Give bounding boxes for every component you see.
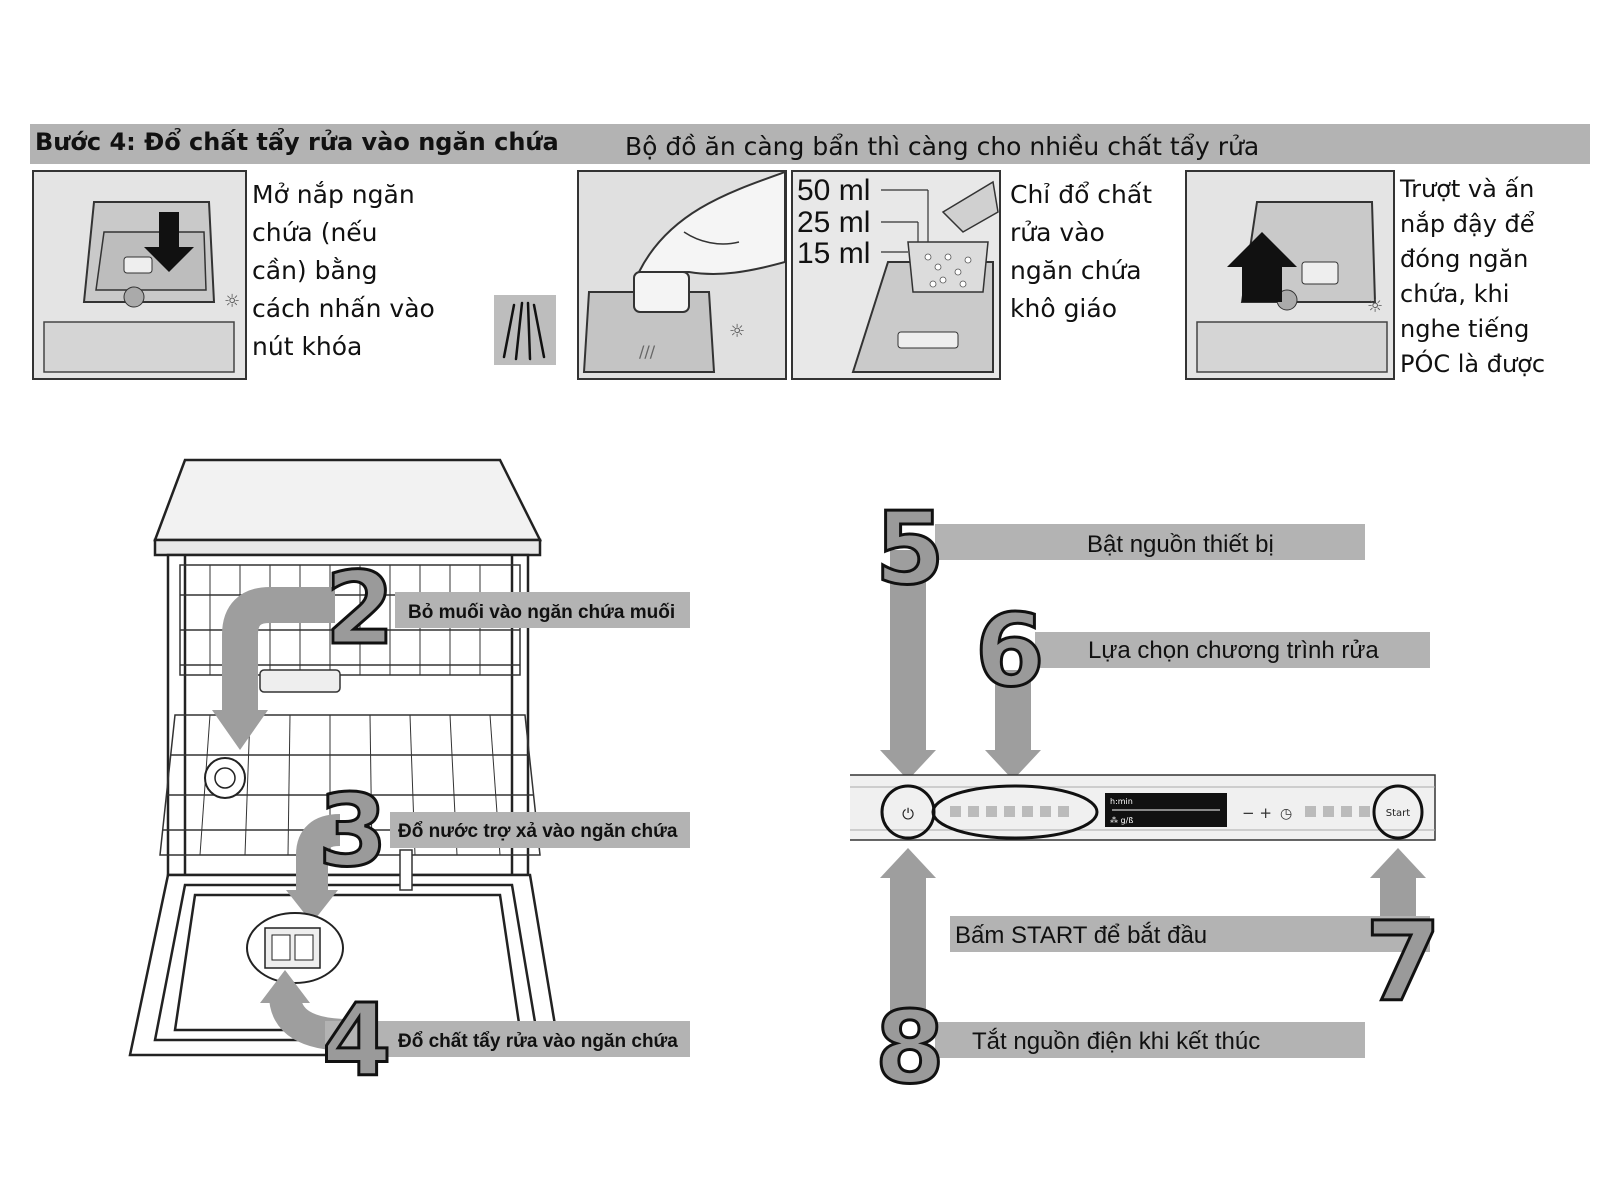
panel2-tablet-illustration: /// ☼	[577, 170, 787, 380]
dose-15: 15 ml	[797, 237, 870, 270]
svg-text:☼: ☼	[1367, 296, 1383, 317]
step4-subtitle: Bộ đồ ăn càng bẩn thì càng cho nhiều chấ…	[625, 132, 1260, 161]
power-icon: ⏻	[902, 805, 914, 823]
panel3-line: PÓC là được	[1400, 350, 1546, 378]
step8-arrow-shaft	[890, 875, 926, 1015]
panel1-illustration: ☼	[32, 170, 247, 380]
step3-label: Đổ nước trợ xả vào ngăn chứa	[398, 821, 678, 842]
panel3-line: nghe tiếng	[1400, 315, 1530, 343]
panel2-dose-illustration: 50 ml 25 ml 15 ml	[791, 170, 1001, 380]
dishwasher-diagram: 2 Bỏ muối vào ngăn chứa muối 3 Đổ nước t…	[128, 458, 690, 1101]
step5-number: 5	[875, 490, 945, 607]
step8-number: 8	[875, 989, 945, 1105]
panel3-line: nắp đậy để	[1400, 210, 1535, 238]
step2-arrow	[222, 587, 335, 715]
step4-title: Bước 4: Đổ chất tẩy rửa vào ngăn chứa	[35, 128, 559, 156]
step8-label: Tắt nguồn điện khi kết thúc	[972, 1028, 1260, 1055]
start-button[interactable]: Start	[1372, 784, 1424, 840]
minus-plus-buttons[interactable]: − +	[1242, 804, 1272, 822]
step3-number: 3	[318, 772, 388, 889]
panel1-line: cần) bằng	[252, 256, 378, 285]
step5-arrow-shaft	[890, 550, 926, 755]
step2-label: Bỏ muối vào ngăn chứa muối	[408, 602, 675, 623]
soiled-dishes-icon	[494, 295, 556, 365]
step7-number: 7	[1365, 898, 1442, 1026]
panel2-line: ngăn chứa	[1010, 256, 1142, 285]
option-buttons[interactable]	[1305, 806, 1370, 817]
step4-header-bar	[30, 124, 1590, 164]
panel2-line: rửa vào	[1010, 218, 1105, 247]
display-screen: h:min ⁂ g/ß	[1105, 793, 1227, 827]
panel3-line: chứa, khi	[1400, 280, 1510, 308]
panel2-line: Chỉ đổ chất	[1010, 180, 1153, 209]
step2-label-bar	[395, 592, 690, 628]
step6-label: Lựa chọn chương trình rửa	[1088, 637, 1379, 664]
panel1-line: Mở nắp ngăn	[252, 180, 415, 209]
panel3-line: đóng ngăn	[1400, 245, 1529, 273]
step5-label-bar	[935, 524, 1365, 560]
step4-label-bar	[325, 1021, 690, 1057]
step2-number: 2	[325, 550, 395, 667]
step8-label-bar	[935, 1022, 1365, 1058]
program-buttons[interactable]	[931, 784, 1099, 840]
svg-text:☼: ☼	[224, 291, 240, 312]
step7-label: Bấm START để bắt đầu	[955, 922, 1207, 949]
panel1-line: nút khóa	[252, 332, 363, 361]
panel2-line: khô giáo	[1010, 294, 1117, 323]
step3-label-bar	[390, 812, 690, 848]
panel3-illustration: ☼	[1185, 170, 1395, 380]
panel3-line: Trượt và ấn	[1400, 175, 1535, 203]
display-line2: ⁂ g/ß	[1110, 815, 1133, 825]
start-label: Start	[1386, 808, 1411, 819]
step3-arrow	[296, 814, 341, 895]
step6-label-bar	[1035, 632, 1430, 668]
panel1-line: chứa (nếu	[252, 218, 378, 247]
dose-50: 50 ml	[797, 174, 870, 207]
control-panel-diagram: 5 Bật nguồn thiết bị 6 Lựa chọn chương t…	[850, 490, 1443, 1105]
dose-25: 25 ml	[797, 206, 870, 239]
step4-label: Đổ chất tẩy rửa vào ngăn chứa	[398, 1031, 678, 1052]
upper-rack	[179, 564, 521, 693]
panel1-line: cách nhấn vào	[252, 294, 435, 323]
salt-container-cap	[204, 757, 246, 799]
step6-arrow-shaft	[995, 670, 1031, 755]
panel1-caption: Mở nắp ngăn chứa (nếu cần) bằng cách nhấ…	[252, 176, 435, 366]
svg-text:///: ///	[639, 342, 656, 361]
panel2-caption: Chỉ đổ chất rửa vào ngăn chứa khô giáo	[1010, 176, 1152, 328]
step6-number: 6	[975, 592, 1045, 709]
step4-number: 4	[322, 982, 392, 1099]
timer-icon[interactable]: ◷	[1280, 806, 1292, 822]
step5-label: Bật nguồn thiết bị	[1087, 531, 1274, 558]
panel3-caption: Trượt và ấn nắp đậy để đóng ngăn chứa, k…	[1400, 172, 1545, 382]
display-line1: h:min	[1110, 797, 1133, 806]
svg-text:☼: ☼	[729, 321, 745, 342]
step7-label-bar	[950, 916, 1430, 952]
